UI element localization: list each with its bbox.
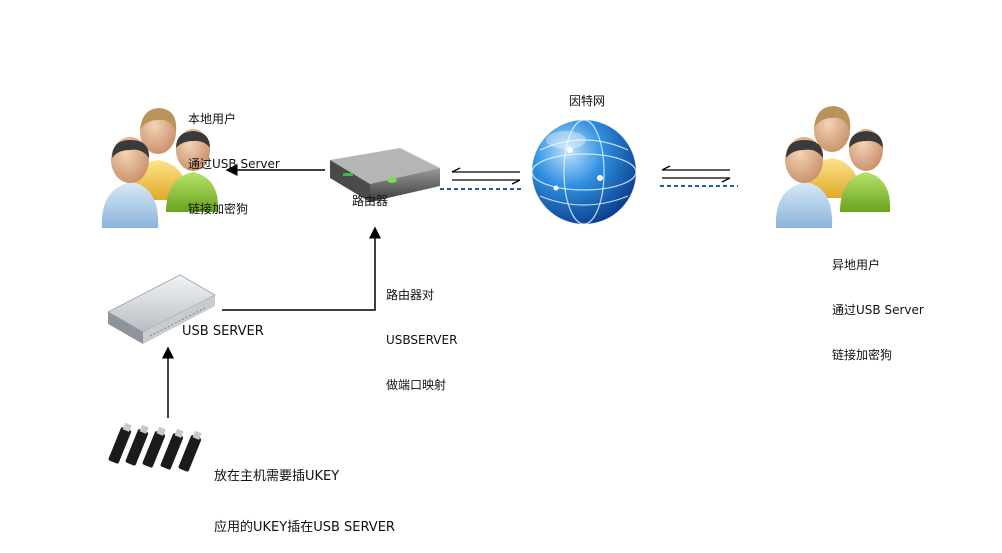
remote-users-line-3: 链接加密狗 [832, 348, 893, 362]
arrow-router-internet [440, 167, 522, 190]
remote-users-line-1: 异地用户 [832, 258, 881, 272]
port-mapping-line-1: 路由器对 [386, 288, 435, 302]
ukey-note-line-2: 应用的UKEY插在USB SERVER [214, 520, 395, 535]
arrow-usbserver-to-router [222, 226, 381, 311]
port-mapping-label: 路由器对 USBSERVER 做端口映射 [386, 258, 457, 408]
port-mapping-line-3: 做端口映射 [386, 378, 447, 392]
local-users-label: 本地用户 通过USB Server 链接加密狗 [188, 82, 280, 232]
remote-users-label: 异地用户 通过USB Server 链接加密狗 [832, 228, 924, 378]
local-users-line-3: 链接加密狗 [188, 202, 249, 216]
internet-label: 因特网 [569, 94, 606, 108]
usb-server-label: USB SERVER [182, 324, 264, 339]
ukey-note-line-1: 放在主机需要插UKEY [214, 469, 340, 484]
local-users-line-2: 通过USB Server [188, 157, 280, 171]
arrow-internet-remote [660, 165, 738, 187]
ukey-note-label: 放在主机需要插UKEY 应用的UKEY插在USB SERVER [214, 434, 395, 553]
remote-users-line-2: 通过USB Server [832, 303, 924, 317]
connectors [162, 164, 738, 418]
router-label: 路由器 [352, 194, 389, 208]
port-mapping-line-2: USBSERVER [386, 333, 458, 347]
local-users-line-1: 本地用户 [188, 112, 237, 126]
